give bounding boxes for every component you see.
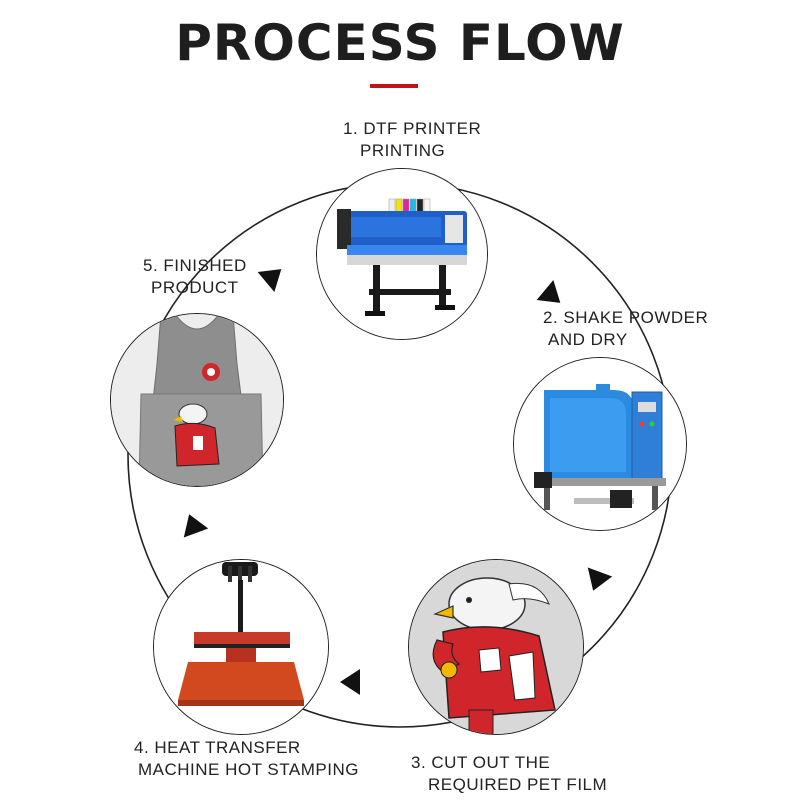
step-2-label: 2. SHAKE POWDER AND DRY [543, 307, 708, 351]
step-3-label: 3. CUT OUT THE REQUIRED PET FILM [411, 752, 607, 796]
heat-press-image [153, 559, 329, 735]
step-5-label-line1: 5. FINISHED [143, 256, 247, 275]
eagle-mascot-icon [409, 560, 583, 734]
arrow-3-to-4-icon [340, 669, 360, 695]
step-1-label-line1: 1. DTF PRINTER [343, 119, 482, 138]
step-4-label-line2: MACHINE HOT STAMPING [138, 760, 359, 779]
step-2-label-line2: AND DRY [548, 330, 628, 349]
eagle-print-image [408, 559, 584, 735]
arrow-5-to-1-icon [257, 269, 282, 292]
step-4-label: 4. HEAT TRANSFER MACHINE HOT STAMPING [134, 737, 359, 781]
step-3-label-line2: REQUIRED PET FILM [428, 775, 608, 794]
step-5-label: 5. FINISHED PRODUCT [143, 255, 247, 299]
flow-arrows [183, 269, 613, 695]
step-2-label-line1: 2. SHAKE POWDER [543, 308, 709, 327]
dtf-printer-icon [317, 169, 487, 339]
arrow-1-to-2-icon [536, 280, 561, 303]
step-3-label-line1: 3. CUT OUT THE [411, 753, 551, 772]
heat-press-icon [154, 560, 328, 734]
page-title: PROCESS FLOW [175, 14, 625, 72]
tank-top-icon [111, 314, 283, 486]
title-underline [370, 84, 418, 88]
arrow-4-to-5-icon [183, 514, 209, 538]
step-1-label: 1. DTF PRINTER PRINTING [343, 118, 481, 162]
powder-shaker-image [513, 357, 687, 531]
finished-product-image [110, 313, 284, 487]
step-5-label-line2: PRODUCT [151, 278, 239, 297]
arrow-2-to-3-icon [587, 567, 613, 591]
powder-shaker-icon [514, 358, 686, 530]
step-4-label-line1: 4. HEAT TRANSFER [134, 738, 301, 757]
step-1-label-line2: PRINTING [360, 141, 446, 160]
dtf-printer-image [316, 168, 488, 340]
